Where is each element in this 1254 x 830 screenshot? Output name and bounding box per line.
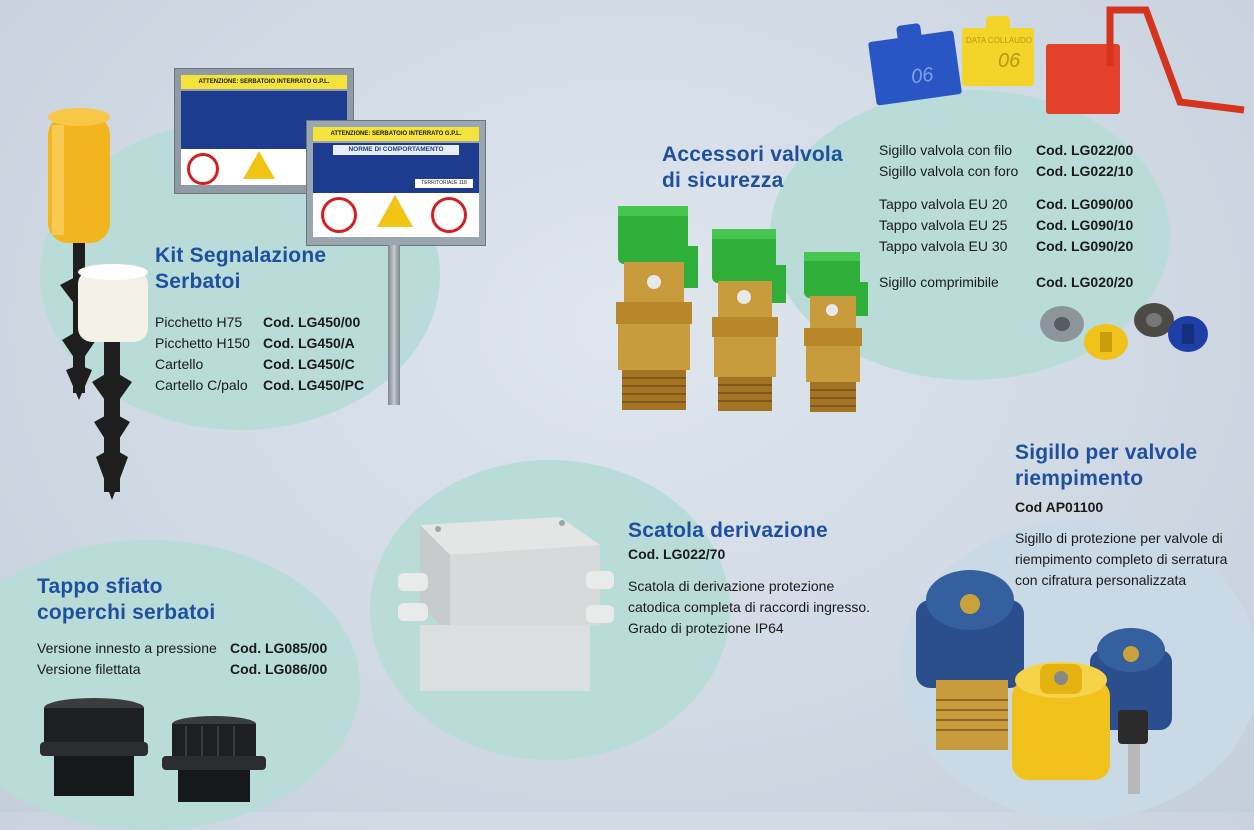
sigillo-description: Sigillo di protezione per valvole di rie… — [1015, 528, 1227, 591]
kit-item-picchetto-h150: Picchetto H150 Cod. LG450/A — [155, 333, 355, 354]
item-code: Cod. LG020/20 — [1036, 274, 1134, 290]
sigillo-desc-line3: con cifratura personalizzata — [1015, 572, 1187, 588]
scatola-description: Scatola di derivazione protezione catodi… — [628, 576, 870, 639]
junction-box-image — [398, 517, 614, 691]
stake-white-image — [78, 264, 148, 500]
sigillo-title: Sigillo per valvole riempimento — [1015, 440, 1197, 492]
accessori-title-line2: di sicurezza — [662, 169, 784, 192]
item-code: Cod. LG450/C — [263, 356, 355, 372]
item-code: Cod. LG450/00 — [263, 314, 361, 330]
kit-item-cartello: Cartello Cod. LG450/C — [155, 354, 355, 375]
accessori-item: Tappo valvola EU 25 Cod. LG090/10 — [879, 215, 1133, 236]
accessori-item: Sigillo valvola con filo Cod. LG022/00 — [879, 140, 1133, 161]
sign-front: ATTENZIONE: SERBATOIO INTERRATO G.P.L. N… — [306, 120, 486, 246]
sign-territoriale: TERRITORIALE 118 — [415, 179, 473, 188]
item-label: Cartello — [155, 356, 204, 372]
accessori-item: Sigillo valvola con foro Cod. LG022/10 — [879, 161, 1133, 182]
tappo-title: Tappo sfiato coperchi serbatoi — [37, 574, 215, 626]
sign-norme: NORME DI COMPORTAMENTO — [333, 145, 459, 155]
tappo-title-line2: coperchi serbatoi — [37, 601, 216, 624]
item-code: Cod. LG022/10 — [1036, 163, 1134, 179]
item-code: Cod. LG085/00 — [230, 640, 328, 656]
item-label: Picchetto H75 — [155, 314, 243, 330]
sign-back-header: ATTENZIONE: SERBATOIO INTERRATO G.P.L. — [181, 75, 347, 89]
accessori-item: Sigillo comprimibile Cod. LG020/20 — [879, 272, 1133, 293]
sigillo-title-line2: riempimento — [1015, 467, 1144, 490]
valve-small-image — [804, 252, 868, 412]
item-label: Sigillo comprimibile — [879, 274, 999, 290]
sigillo-desc-line2: riempimento completo di serratura — [1015, 551, 1228, 567]
tag-yellow-image: DATA COLLAUDO 06 — [962, 16, 1034, 86]
accessori-item: Tappo valvola EU 20 Cod. LG090/00 — [879, 194, 1133, 215]
item-label: Versione filettata — [37, 661, 141, 677]
item-code: Cod. LG090/00 — [1036, 196, 1134, 212]
item-code: Cod. LG450/PC — [263, 377, 365, 393]
tag-yellow-number: 06 — [998, 50, 1021, 72]
scatola-desc-line1: Scatola di derivazione protezione — [628, 578, 835, 594]
scatola-title: Scatola derivazione — [628, 519, 828, 542]
tag-blue-number: 06 — [909, 63, 935, 89]
tappo-item-pressione: Versione innesto a pressione Cod. LG085/0… — [37, 638, 327, 659]
kit-title-line2: Serbatoi — [155, 270, 241, 293]
sigillo-title-line1: Sigillo per valvole — [1015, 441, 1198, 464]
sigillo-desc-line1: Sigillo di protezione per valvole di — [1015, 530, 1223, 546]
no-entry-person-icon — [431, 197, 467, 233]
kit-title: Kit Segnalazione Serbatoi — [155, 243, 326, 295]
kit-title-line1: Kit Segnalazione — [155, 244, 327, 267]
item-code: Cod. LG090/20 — [1036, 238, 1134, 254]
sigillo-code: Cod AP01100 — [1015, 499, 1104, 515]
vent-cap-thread-image — [162, 716, 266, 802]
item-label: Versione innesto a pressione — [37, 640, 217, 656]
tag-yellow-text: DATA COLLAUDO — [966, 36, 1032, 45]
kit-item-cartello-palo: Cartello C/palo Cod. LG450/PC — [155, 375, 364, 396]
accessori-title-line1: Accessori valvola — [662, 143, 843, 166]
item-label: Sigillo valvola con filo — [879, 142, 1013, 158]
item-code: Cod. LG090/10 — [1036, 217, 1134, 233]
scatola-desc-line3: Grado di protezione IP64 — [628, 620, 784, 636]
item-label: Sigillo valvola con foro — [879, 163, 1019, 179]
no-fire-icon — [321, 197, 357, 233]
item-code: Cod. LG450/A — [263, 335, 355, 351]
locks-image — [916, 570, 1172, 794]
item-label: Tappo valvola EU 20 — [879, 196, 1008, 212]
item-label: Tappo valvola EU 25 — [879, 217, 1008, 233]
accessori-title: Accessori valvola di sicurezza — [662, 142, 843, 194]
wire-red-image — [1106, 6, 1245, 114]
accessori-item: Tappo valvola EU 30 Cod. LG090/20 — [879, 236, 1133, 257]
vent-cap-push-image — [40, 698, 148, 796]
no-fire-icon — [187, 153, 219, 185]
sign-front-header: ATTENZIONE: SERBATOIO INTERRATO G.P.L. — [313, 127, 479, 141]
tappo-title-line1: Tappo sfiato — [37, 575, 163, 598]
scatola-desc-line2: catodica completa di raccordi ingresso. — [628, 599, 871, 615]
flame-warning-icon — [377, 195, 413, 227]
valve-medium-image — [712, 229, 786, 411]
sign-pole — [388, 245, 400, 405]
caps-image — [1040, 303, 1208, 360]
valve-large-image — [616, 206, 698, 410]
tag-blue-image: 06 — [867, 22, 963, 106]
item-code: Cod. LG086/00 — [230, 661, 328, 677]
scatola-code: Cod. LG022/70 — [628, 546, 726, 562]
flame-warning-icon — [243, 151, 275, 179]
kit-item-picchetto-h75: Picchetto H75 Cod. LG450/00 — [155, 312, 360, 333]
item-label: Cartello C/palo — [155, 377, 248, 393]
item-code: Cod. LG022/00 — [1036, 142, 1134, 158]
item-label: Tappo valvola EU 30 — [879, 238, 1008, 254]
item-label: Picchetto H150 — [155, 335, 250, 351]
tappo-item-filettata: Versione filettata Cod. LG086/00 — [37, 659, 327, 680]
